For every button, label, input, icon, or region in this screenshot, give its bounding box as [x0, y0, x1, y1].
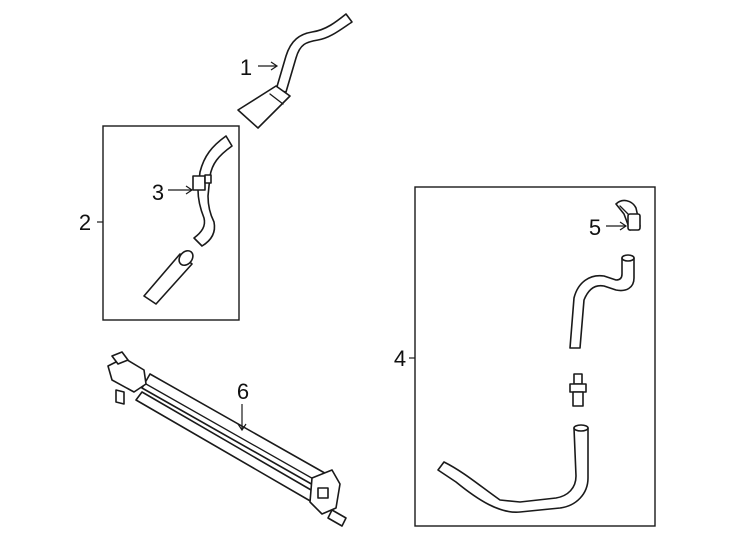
callout-5: 5: [589, 215, 601, 240]
hose-clamp: [192, 175, 206, 191]
group-box-4: [414, 186, 656, 527]
hose-4-upper: [569, 254, 635, 349]
callout-1: 1: [240, 55, 252, 80]
connector-5: [615, 199, 641, 231]
callout-2: 2: [79, 210, 91, 235]
callout-3: 3: [152, 180, 164, 205]
hose-4-lower: [437, 424, 589, 513]
callout-6: 6: [237, 379, 249, 404]
group-box-2: [102, 125, 240, 321]
callout-4: 4: [394, 346, 406, 371]
hose-3: [143, 135, 233, 305]
fitting-4: [569, 373, 587, 407]
hose-1: [237, 13, 353, 129]
cooler-6: [107, 351, 347, 527]
